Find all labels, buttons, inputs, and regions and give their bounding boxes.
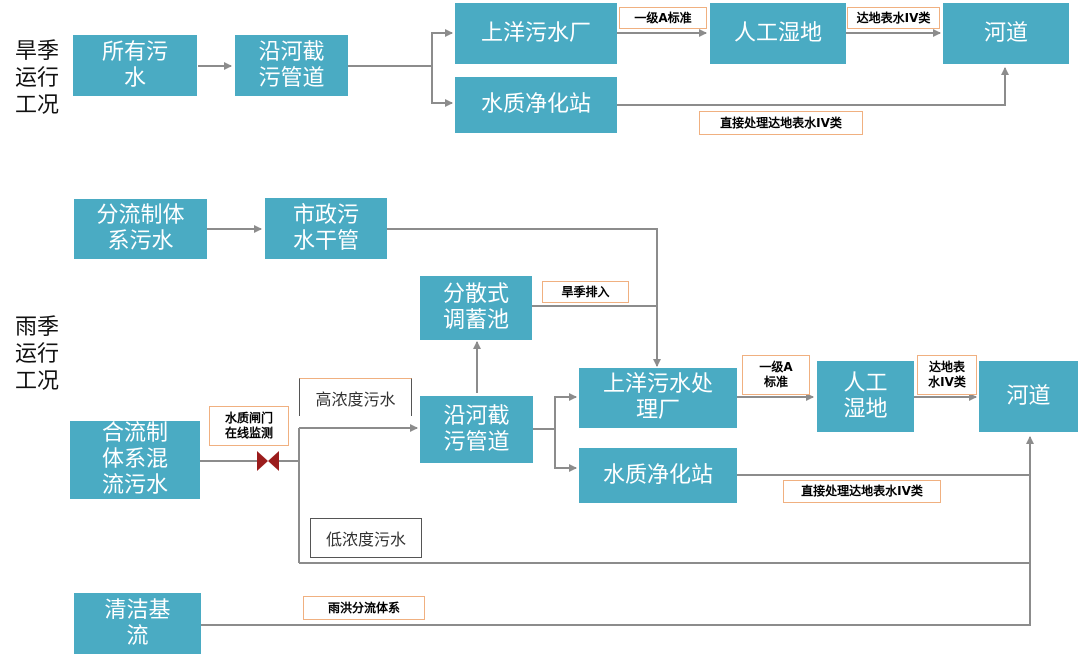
arrow-purify-to-river [617, 67, 1009, 106]
box-separate-sewage: 分流制体 系污水 [74, 199, 207, 259]
arrow-to-wwtp-rain [554, 393, 577, 429]
label-iv-rain: 达地表 水IV类 [917, 355, 977, 395]
label-gate-monitor: 水质闸门 在线监测 [209, 406, 289, 446]
box-base-flow: 清洁基 流 [74, 593, 201, 654]
label-dry-discharge: 旱季排入 [542, 281, 629, 303]
label-direct-rain: 直接处理达地表水IV类 [783, 480, 941, 503]
box-river-rain: 河道 [979, 361, 1078, 432]
box-river-dry: 河道 [943, 3, 1069, 64]
arrow-municipal-to-wwtp [387, 228, 661, 367]
arrow-to-purify [431, 66, 453, 107]
box-interceptor-dry: 沿河截 污管道 [235, 35, 348, 96]
box-interceptor-rain: 沿河截 污管道 [420, 396, 533, 463]
arrow-base-flow-to-river [201, 436, 1034, 626]
arrow-to-purify-rain [554, 429, 577, 472]
box-combined-sewage: 合流制 体系混 流污水 [70, 421, 200, 499]
rain-season-title: 雨季 运行 工况 [15, 315, 60, 394]
label-storm-split: 雨洪分流体系 [303, 596, 425, 620]
box-all-sewage: 所有污 水 [73, 35, 197, 96]
box-wetland-rain: 人工 湿地 [817, 361, 914, 432]
box-wetland-dry: 人工湿地 [710, 3, 846, 64]
dry-season-title: 旱季 运行 工况 [15, 39, 60, 118]
box-wwtp-rain: 上洋污水处 理厂 [579, 368, 737, 428]
box-wwtp-dry: 上洋污水厂 [455, 3, 617, 64]
box-purify-dry: 水质净化站 [455, 77, 617, 133]
valve-icon [257, 451, 279, 471]
note-high-concentration: 高浓度污水 [299, 378, 412, 416]
box-storage-tank: 分散式 调蓄池 [420, 276, 532, 340]
box-purify-rain: 水质净化站 [579, 448, 737, 503]
box-municipal-main: 市政污 水干管 [265, 198, 387, 259]
label-grade1a-rain: 一级A 标准 [742, 355, 810, 395]
label-grade1a-dry: 一级A标准 [619, 7, 707, 29]
arrow-to-wwtp [431, 29, 453, 66]
label-iv-dry: 达地表水IV类 [847, 7, 940, 29]
label-direct-dry: 直接处理达地表水IV类 [699, 111, 863, 135]
note-low-concentration: 低浓度污水 [310, 518, 422, 558]
